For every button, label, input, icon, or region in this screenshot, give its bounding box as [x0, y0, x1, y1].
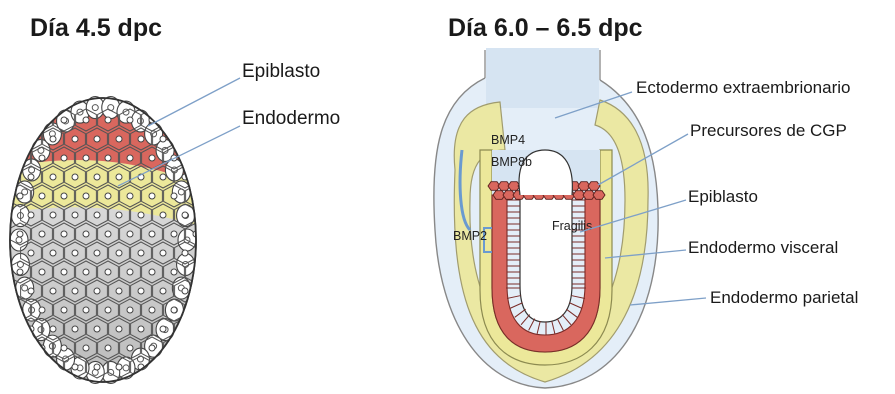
label-endoderm-left: Endodermo	[242, 108, 340, 129]
inner-cell	[197, 280, 218, 302]
pgc-cell	[588, 182, 600, 191]
marker-fragilis: Fragilis	[552, 219, 592, 233]
right-panel-title: Día 6.0 – 6.5 dpc	[448, 14, 643, 42]
inner-cell	[175, 128, 196, 150]
left-panel-title: Día 4.5 dpc	[30, 14, 162, 42]
inner-cell	[197, 204, 218, 226]
inner-cell	[186, 109, 207, 131]
inner-cell	[197, 242, 218, 264]
inner-cell	[21, 356, 42, 378]
leader-epiblast-left	[148, 78, 240, 126]
pgc-cell	[593, 191, 605, 200]
inner-cell	[175, 356, 196, 378]
inner-cell	[164, 337, 185, 359]
marker-bmp8b: BMP8b	[491, 155, 532, 169]
inner-cell	[186, 147, 207, 169]
inner-cell	[32, 109, 53, 131]
marker-bmp4: BMP4	[491, 133, 525, 147]
inner-cell	[175, 318, 196, 340]
blastocyst-4-5	[10, 97, 218, 390]
inner-cell	[197, 318, 218, 340]
label-extraembryonic-ectoderm: Ectodermo extraembrionario	[636, 78, 850, 97]
label-epiblast-right: Epiblasto	[688, 187, 758, 206]
inner-cell	[186, 337, 207, 359]
marker-bmp2: BMP2	[453, 229, 487, 243]
label-parietal-endoderm: Endodermo parietal	[710, 288, 858, 307]
inner-cell	[197, 166, 218, 188]
inner-cell	[10, 337, 31, 359]
label-visceral-endoderm: Endodermo visceral	[688, 238, 838, 257]
label-pgc-precursors: Precursores de CGP	[690, 121, 847, 140]
inner-cell	[153, 356, 174, 378]
inner-cell	[186, 299, 207, 321]
inner-cell	[10, 109, 31, 131]
label-epiblast-left: Epiblasto	[242, 61, 320, 82]
inner-cell	[197, 356, 218, 378]
